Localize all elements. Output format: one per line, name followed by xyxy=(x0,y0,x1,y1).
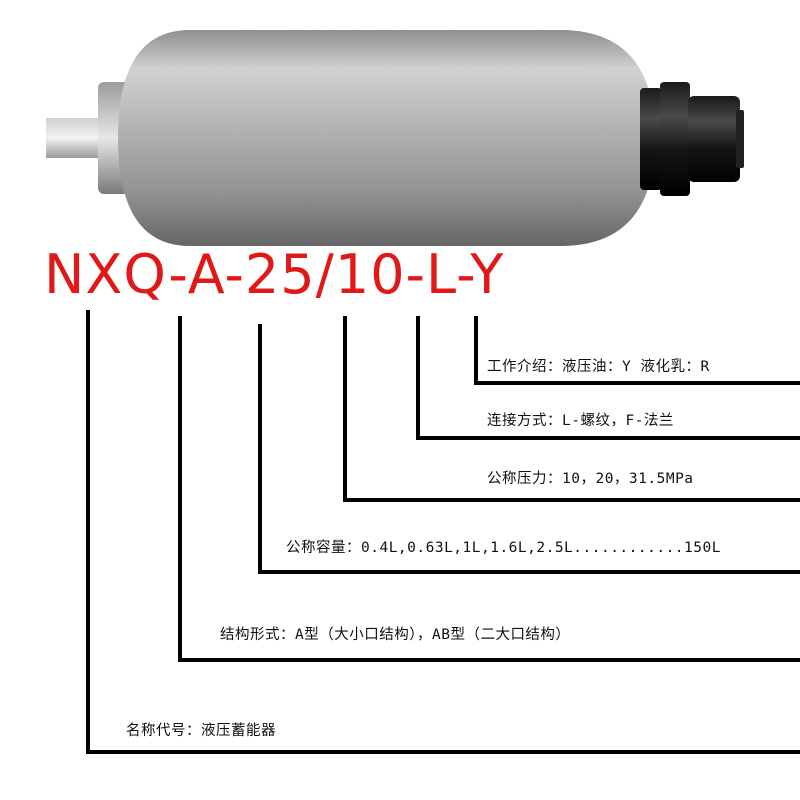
model-code: NXQ-A-25/10-L-Y xyxy=(44,243,505,306)
desc-structure: 结构形式：A型（大小口结构），AB型（二大口结构） xyxy=(220,627,571,643)
line-volume xyxy=(258,324,800,574)
line-structure xyxy=(178,316,800,662)
desc-name: 名称代号：液压蓄能器 xyxy=(126,723,276,739)
accumulator-image xyxy=(46,30,744,246)
desc-medium: 工作介绍：液压油：Y 液化乳：R xyxy=(487,359,710,375)
desc-connection: 连接方式：L-螺纹，F-法兰 xyxy=(487,413,674,429)
line-pressure xyxy=(343,316,800,502)
desc-volume: 公称容量：0.4L,0.63L,1L,1.6L,2.5L............… xyxy=(286,540,721,556)
end-cap-nut xyxy=(660,82,690,196)
end-cap-base xyxy=(640,88,662,190)
end-cap-plug xyxy=(688,96,740,182)
line-medium xyxy=(474,316,800,385)
line-name xyxy=(86,310,800,754)
line-connection xyxy=(416,316,800,440)
desc-pressure: 公称压力：10，20，31.5MPa xyxy=(487,471,694,487)
